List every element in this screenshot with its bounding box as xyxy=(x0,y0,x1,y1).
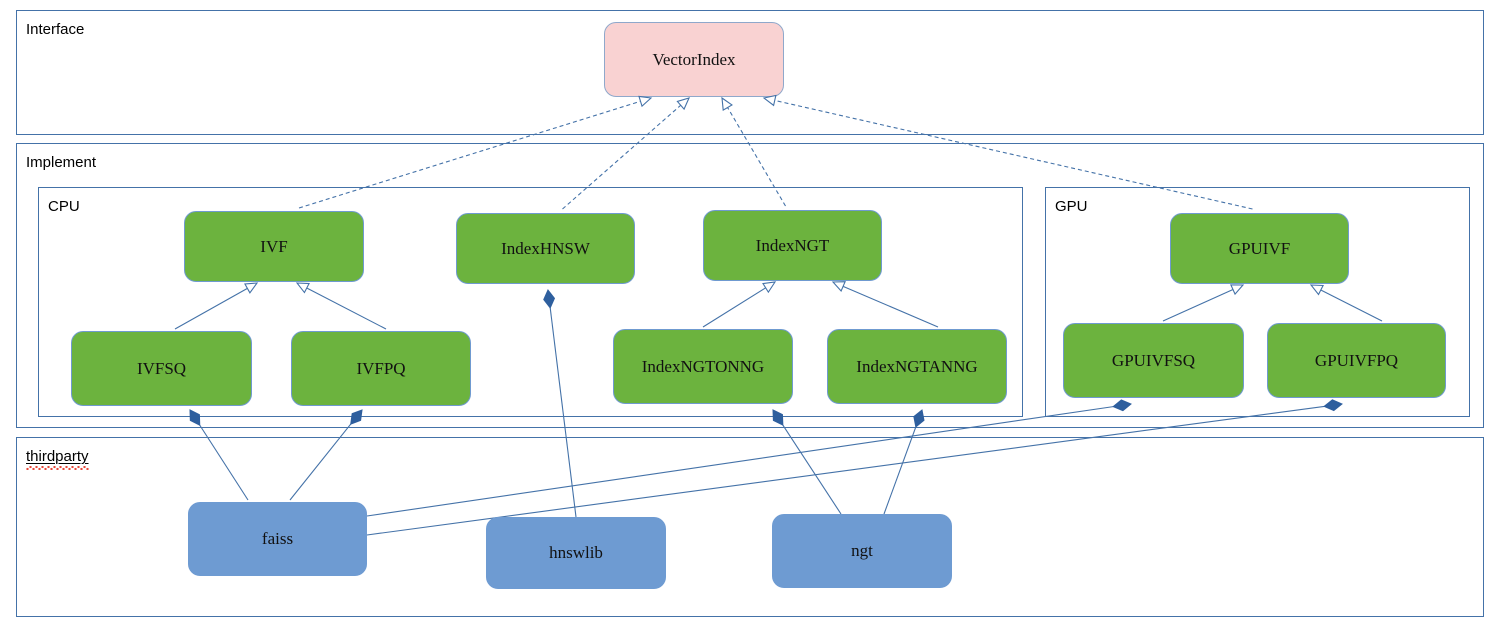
class-node-faiss[interactable]: faiss xyxy=(188,502,367,576)
class-node-label: IndexHNSW xyxy=(501,238,590,258)
realization-arrowhead-indexhnsw xyxy=(676,97,690,111)
class-node-label: GPUIVFPQ xyxy=(1314,350,1399,370)
generalization-arrowhead-ivfpq xyxy=(295,282,310,294)
composition-edge-faiss-to-ivfpq xyxy=(289,423,352,501)
generalization-arrowhead-ivfsq xyxy=(244,282,259,294)
composition-diamond-faiss-gpuivfpq xyxy=(1323,399,1343,412)
group-label-interface: Interface xyxy=(26,21,85,38)
composition-edge-ngt-to-indexngtanng xyxy=(883,426,917,515)
generalization-edge-ivfsq-to-ivf xyxy=(174,287,248,330)
composition-edge-faiss-to-gpuivfsq xyxy=(366,406,1114,517)
group-label-implement: Implement xyxy=(26,154,97,171)
group-label-thirdparty: thirdparty xyxy=(26,449,89,470)
group-box-interface xyxy=(16,10,1484,135)
composition-edge-faiss-to-gpuivfpq xyxy=(366,405,1325,536)
realization-arrowhead-gpuivf xyxy=(762,94,777,107)
class-node-label: IndexNGT xyxy=(755,235,830,255)
realization-arrowhead-indexngt xyxy=(721,96,733,111)
composition-edge-faiss-to-ivfsq xyxy=(199,424,249,501)
composition-diamond-faiss-ivfpq xyxy=(350,409,363,425)
class-node-hnswlib[interactable]: hnswlib xyxy=(486,517,666,589)
composition-diamond-ngt-indexngtanng xyxy=(913,409,925,428)
class-node-ngt[interactable]: ngt xyxy=(772,514,952,588)
class-node-label: IVFSQ xyxy=(136,358,187,378)
spellcheck-squiggle-icon xyxy=(26,466,89,470)
class-node-label: faiss xyxy=(261,529,294,548)
class-node-ivfpq[interactable]: IVFPQ xyxy=(291,331,471,406)
class-node-label: ngt xyxy=(851,541,873,560)
generalization-arrowhead-gpuivfpq xyxy=(1309,284,1324,296)
composition-diamond-ngt-indexngtonng xyxy=(772,409,784,426)
class-node-label: IVF xyxy=(260,236,288,256)
class-node-vectorindex[interactable]: VectorIndex xyxy=(604,22,784,97)
class-node-indexngtanng[interactable]: IndexNGTANNG xyxy=(827,329,1007,404)
realization-edge-gpuivf-to-vectorindex xyxy=(774,99,1253,210)
class-node-indexngtonng[interactable]: IndexNGTONNG xyxy=(613,329,793,404)
class-node-indexhnsw[interactable]: IndexHNSW xyxy=(456,213,635,284)
class-node-ivf[interactable]: IVF xyxy=(184,211,364,282)
generalization-edge-indexngtonng-to-indexngt xyxy=(702,287,766,328)
class-node-label: GPUIVF xyxy=(1228,238,1291,258)
composition-diamond-faiss-gpuivfsq xyxy=(1112,399,1132,412)
group-box-cpu xyxy=(38,187,1023,417)
class-node-ivfsq[interactable]: IVFSQ xyxy=(71,331,252,406)
generalization-edge-ivfpq-to-ivf xyxy=(306,287,387,330)
composition-edge-ngt-to-indexngtonng xyxy=(782,424,842,515)
generalization-arrowhead-indexngtanng xyxy=(831,281,846,292)
realization-edge-indexngt-to-vectorindex xyxy=(727,107,786,207)
group-box-gpu xyxy=(1045,187,1470,417)
class-node-label: hnswlib xyxy=(549,543,603,562)
realization-arrowhead-ivf xyxy=(638,95,653,108)
generalization-edge-indexngtanng-to-indexngt xyxy=(842,285,939,328)
group-box-implement xyxy=(16,143,1484,428)
generalization-arrowhead-indexngtonng xyxy=(762,281,777,294)
class-node-label: GPUIVFSQ xyxy=(1111,350,1196,370)
composition-diamond-hnswlib-indexhnsw xyxy=(543,289,556,309)
group-box-thirdparty xyxy=(16,437,1484,617)
group-label-cpu: CPU xyxy=(48,198,80,215)
class-node-indexngt[interactable]: IndexNGT xyxy=(703,210,882,281)
generalization-edge-gpuivfpq-to-gpuivf xyxy=(1320,289,1383,322)
class-node-label: VectorIndex xyxy=(652,49,736,69)
class-node-gpuivfsq[interactable]: GPUIVFSQ xyxy=(1063,323,1244,398)
generalization-arrowhead-gpuivfsq xyxy=(1230,284,1245,296)
realization-edge-ivf-to-vectorindex xyxy=(298,100,641,209)
class-node-label: IVFPQ xyxy=(356,358,406,378)
group-label-gpu: GPU xyxy=(1055,198,1088,215)
class-node-label: IndexNGTONNG xyxy=(641,356,765,376)
composition-diamond-faiss-ivfsq xyxy=(189,409,201,426)
class-node-gpuivf[interactable]: GPUIVF xyxy=(1170,213,1349,284)
class-node-label: IndexNGTANNG xyxy=(856,356,978,376)
class-node-gpuivfpq[interactable]: GPUIVFPQ xyxy=(1267,323,1446,398)
composition-edge-hnswlib-to-indexhnsw xyxy=(549,307,577,518)
generalization-edge-gpuivfsq-to-gpuivf xyxy=(1162,289,1234,322)
realization-edge-indexhnsw-to-vectorindex xyxy=(562,104,682,210)
